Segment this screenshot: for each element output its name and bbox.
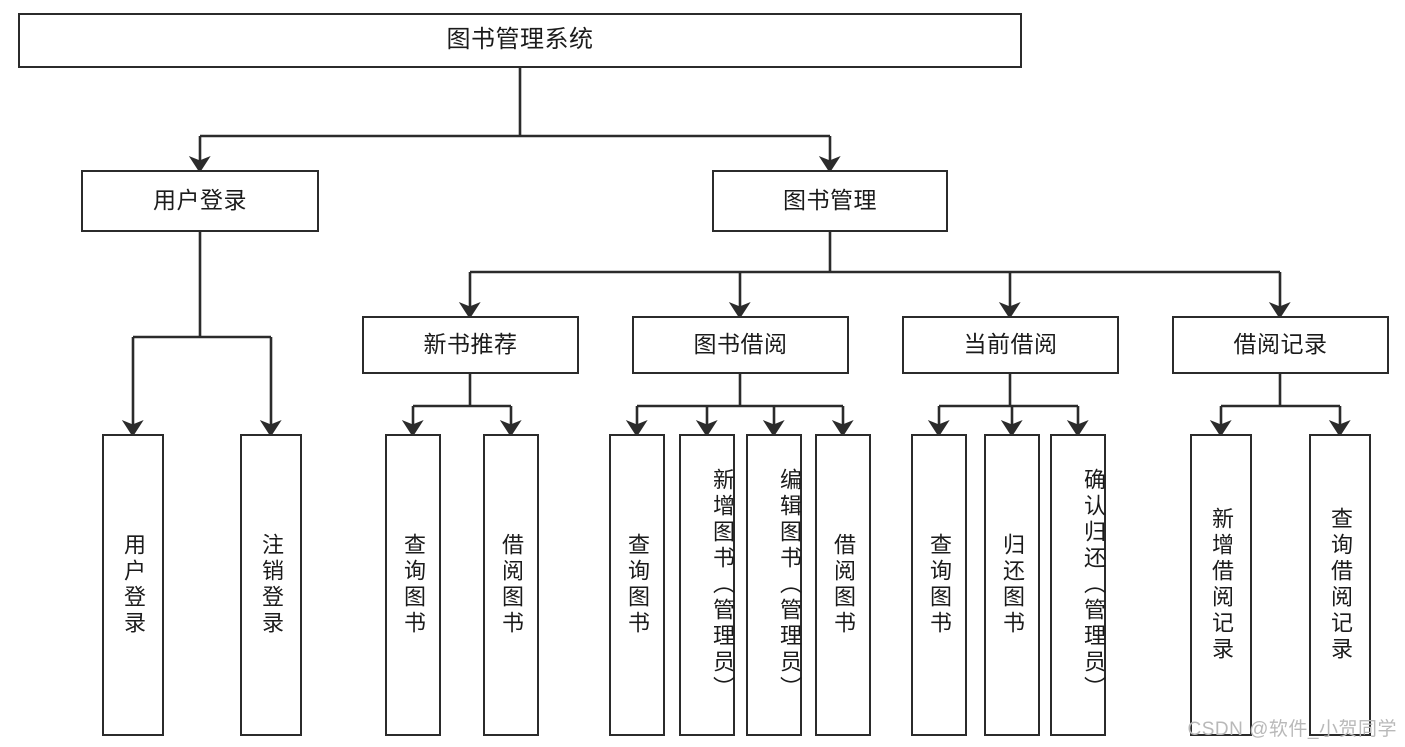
node-book-borrow[interactable]: 图书借阅 xyxy=(632,316,849,374)
node-book-management[interactable]: 图书管理 xyxy=(712,170,948,232)
node-borrow-records[interactable]: 借阅记录 xyxy=(1172,316,1389,374)
leaf-query-book-current[interactable]: 查询图书 xyxy=(911,434,967,736)
node-new-book-recommend[interactable]: 新书推荐 xyxy=(362,316,579,374)
leaf-confirm-return-admin[interactable]: 确认归还（管理员） xyxy=(1050,434,1106,736)
leaf-user-login[interactable]: 用户登录 xyxy=(102,434,164,736)
node-root-system[interactable]: 图书管理系统 xyxy=(18,13,1022,68)
leaf-query-borrow-record[interactable]: 查询借阅记录 xyxy=(1309,434,1371,736)
leaf-user-logout[interactable]: 注销登录 xyxy=(240,434,302,736)
leaf-lend-book[interactable]: 借阅图书 xyxy=(815,434,871,736)
leaf-query-book-borrow[interactable]: 查询图书 xyxy=(609,434,665,736)
leaf-add-borrow-record[interactable]: 新增借阅记录 xyxy=(1190,434,1252,736)
leaf-return-book[interactable]: 归还图书 xyxy=(984,434,1040,736)
csdn-watermark: CSDN @软件_小贺同学 xyxy=(1187,719,1397,740)
leaf-add-book-admin[interactable]: 新增图书（管理员） xyxy=(679,434,735,736)
node-user-login[interactable]: 用户登录 xyxy=(81,170,319,232)
leaf-borrow-book-newbook[interactable]: 借阅图书 xyxy=(483,434,539,736)
leaf-query-book-newbook[interactable]: 查询图书 xyxy=(385,434,441,736)
leaf-edit-book-admin[interactable]: 编辑图书（管理员） xyxy=(746,434,802,736)
node-current-borrow[interactable]: 当前借阅 xyxy=(902,316,1119,374)
